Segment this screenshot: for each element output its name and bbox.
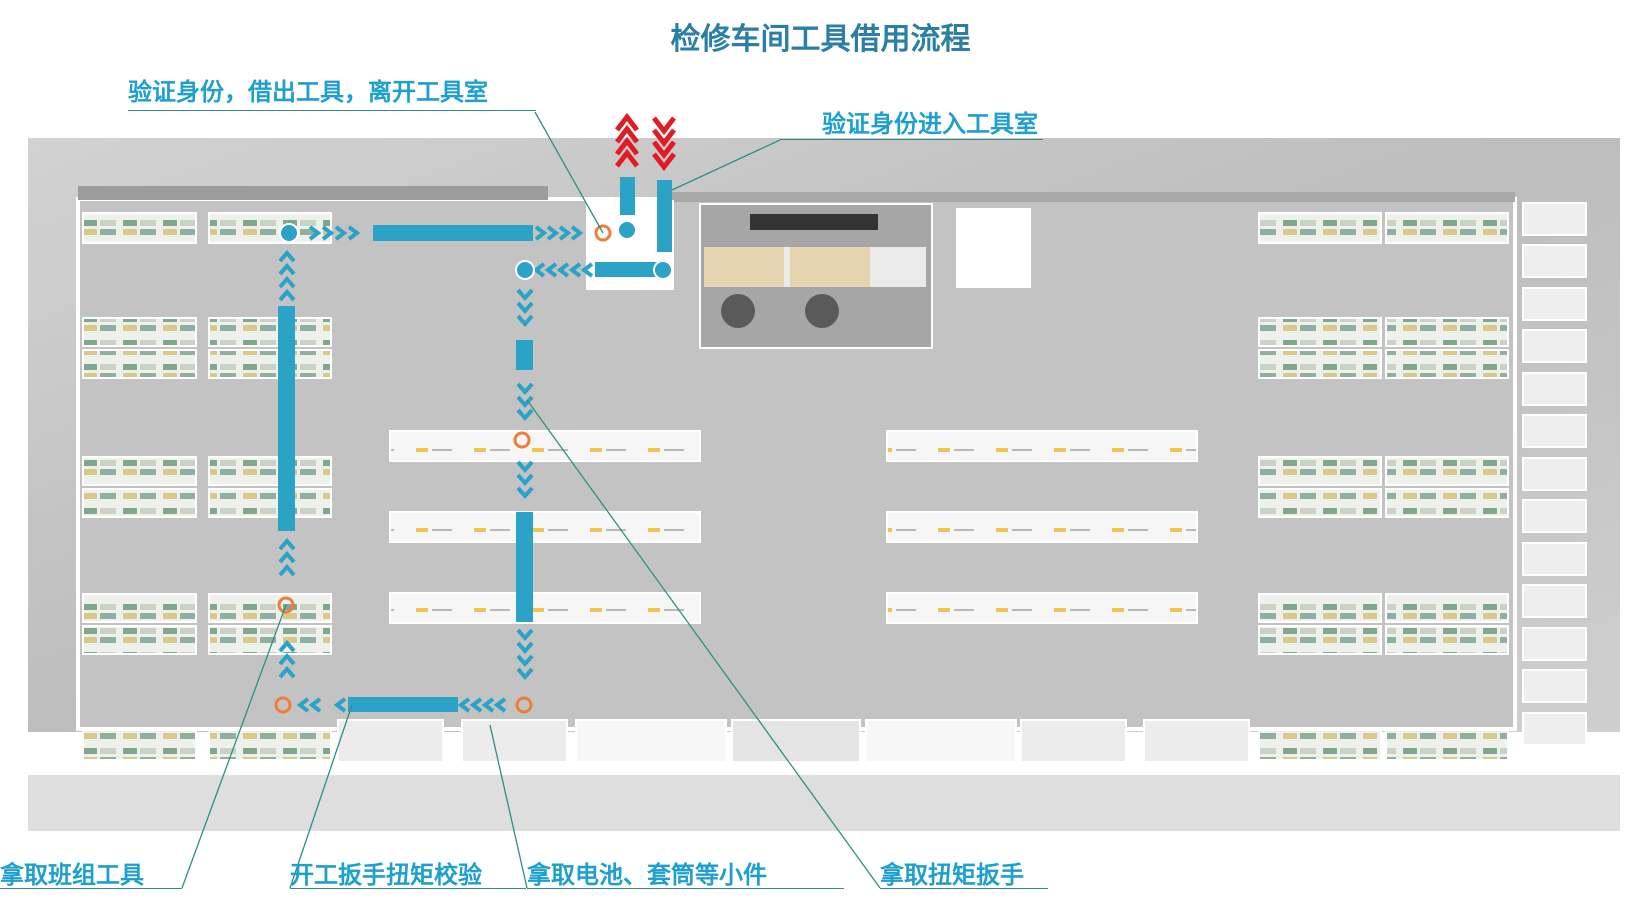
- stop-nodes: [274, 224, 612, 714]
- label-borrow-leave: 验证身份，借出工具，离开工具室: [128, 78, 488, 106]
- label-team-tools-underline: [0, 888, 182, 889]
- route-chevrons: [278, 225, 594, 713]
- right-wall-cabinets: [1522, 202, 1587, 746]
- exit-arrow-icon: [615, 112, 639, 168]
- left-shelving: [82, 212, 332, 761]
- route-path: [278, 177, 672, 712]
- label-small-parts-underline: [527, 888, 844, 889]
- label-wrench-calibration: 开工扳手扭矩校验: [290, 861, 482, 889]
- label-enter-room-underline: [780, 139, 1043, 140]
- entry-arrow-icon: [652, 116, 676, 172]
- label-torque-wrench: 拿取扭矩扳手: [880, 861, 1024, 889]
- label-team-tools: 拿取班组工具: [0, 861, 144, 889]
- label-wrench-calibration-underline: [290, 888, 526, 889]
- label-enter-room: 验证身份进入工具室: [822, 110, 1038, 138]
- direction-markers: [279, 220, 673, 280]
- label-borrow-leave-underline: [128, 110, 536, 111]
- leader-lines: [181, 111, 881, 889]
- right-shelving: [1258, 212, 1509, 761]
- label-small-parts: 拿取电池、套筒等小件: [527, 861, 767, 889]
- center-workbenches: [389, 430, 1198, 624]
- label-torque-wrench-underline: [880, 888, 1048, 889]
- diagram-title: 检修车间工具借用流程: [670, 22, 971, 57]
- bottom-equipment: [337, 719, 1250, 763]
